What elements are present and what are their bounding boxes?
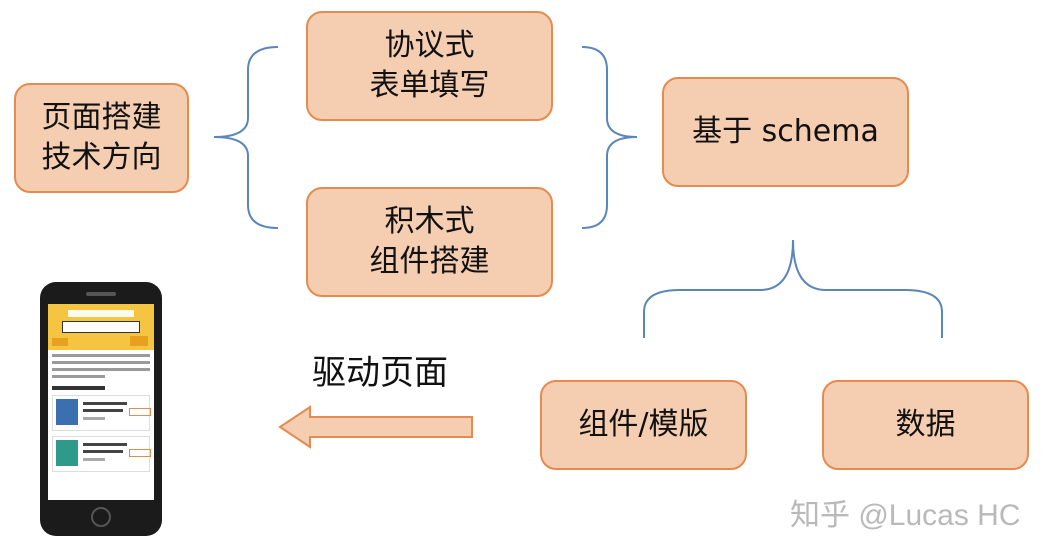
node-protocol-form: 协议式 表单填写: [306, 11, 553, 121]
node-block-component: 积木式 组件搭建: [306, 187, 553, 297]
node-page-build-line2: 技术方向: [41, 140, 162, 175]
phone-mockup: [40, 282, 162, 536]
right-brace: [581, 46, 638, 229]
bottom-brace: [643, 239, 943, 338]
drive-arrow: [278, 405, 473, 449]
phone-text-line: [52, 368, 150, 371]
phone-heading-line: [52, 386, 105, 390]
phone-screen: [48, 304, 154, 500]
node-protocol-form-line1: 协议式: [384, 28, 475, 63]
phone-banner-illustration: [48, 304, 154, 350]
node-block-component-line2: 组件搭建: [369, 244, 490, 279]
watermark: 知乎 @Lucas HC: [790, 499, 1021, 532]
drive-page-label: 驱动页面: [312, 353, 448, 393]
phone-list-card: [52, 436, 151, 472]
node-component-template: 组件/模版: [540, 380, 747, 470]
node-schema: 基于 schema: [662, 77, 909, 187]
node-schema-label: 基于 schema: [692, 114, 879, 149]
phone-list-card: [52, 395, 151, 431]
node-component-template-label: 组件/模版: [578, 407, 709, 442]
node-data: 数据: [822, 380, 1029, 470]
node-protocol-form-line2: 表单填写: [369, 68, 490, 103]
node-page-build-line1: 页面搭建: [41, 100, 162, 135]
node-page-build: 页面搭建 技术方向: [14, 83, 189, 193]
node-data-label: 数据: [895, 407, 956, 442]
phone-text-line: [52, 361, 150, 364]
phone-speaker: [86, 292, 116, 296]
node-block-component-line1: 积木式: [384, 204, 475, 239]
phone-text-line: [52, 354, 150, 357]
phone-text-line: [52, 375, 105, 378]
left-brace: [213, 46, 279, 229]
phone-home-button: [91, 507, 111, 527]
